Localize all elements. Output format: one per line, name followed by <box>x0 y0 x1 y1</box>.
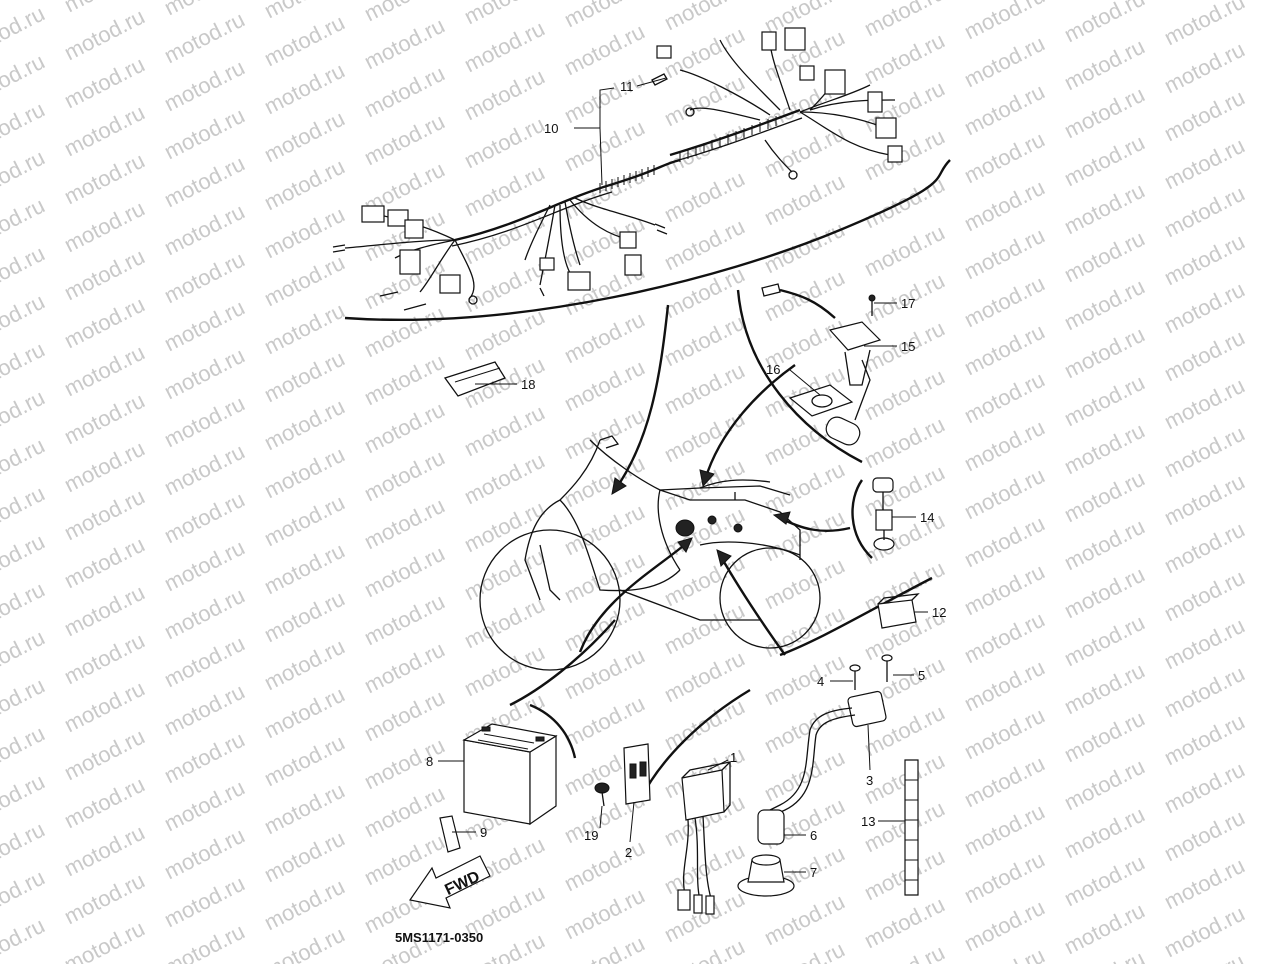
callout-4: 4 <box>817 674 824 689</box>
band-part-13[interactable] <box>904 759 919 896</box>
boot-part-7[interactable] <box>737 854 795 897</box>
callout-5: 5 <box>918 668 925 683</box>
diagram-code: 5MS1171-0350 <box>395 930 483 945</box>
forward-direction-arrow: FWD <box>408 855 491 909</box>
relay-part-12[interactable] <box>877 593 920 629</box>
callout-10: 10 <box>544 121 558 136</box>
callout-19: 19 <box>584 828 598 843</box>
plug-cap-part-6[interactable] <box>757 809 785 845</box>
leader-lines <box>438 77 928 873</box>
connector-block <box>361 205 385 223</box>
bolt-part-19[interactable] <box>594 782 610 807</box>
scooter-outline <box>479 435 821 671</box>
callout-14: 14 <box>920 510 934 525</box>
sensor-part-14[interactable] <box>872 477 895 551</box>
callout-3: 3 <box>866 773 873 788</box>
battery-part-8[interactable] <box>462 723 558 826</box>
fuel-sender-assembly[interactable] <box>761 283 882 448</box>
wire-harness[interactable] <box>332 27 903 311</box>
breather-pipe-part-9[interactable] <box>439 815 461 853</box>
screw-part-5[interactable] <box>881 654 893 682</box>
callout-9: 9 <box>480 825 487 840</box>
corrugated-tube <box>599 116 777 193</box>
callout-15: 15 <box>901 339 915 354</box>
connector-part-11[interactable] <box>651 73 668 86</box>
gasket-part-16 <box>788 384 854 417</box>
callout-2: 2 <box>625 845 632 860</box>
pointer-arrows <box>509 304 851 707</box>
insulation-sheet-part-18[interactable] <box>443 361 506 397</box>
callout-7: 7 <box>810 865 817 880</box>
callout-13: 13 <box>861 814 875 829</box>
callout-16: 16 <box>766 362 780 377</box>
diode-part-2[interactable] <box>623 743 651 805</box>
callout-1: 1 <box>730 750 737 765</box>
callout-8: 8 <box>426 754 433 769</box>
callout-17: 17 <box>901 296 915 311</box>
rectifier-part-1[interactable] <box>677 760 732 915</box>
callout-6: 6 <box>810 828 817 843</box>
ignition-coil-part-3[interactable] <box>769 690 887 816</box>
callout-11: 11 <box>620 79 634 94</box>
callout-12: 12 <box>932 605 946 620</box>
screw-part-4[interactable] <box>849 664 861 690</box>
callout-labels: 11 10 18 17 15 16 14 12 4 5 3 6 7 13 1 2… <box>426 79 946 880</box>
callout-18: 18 <box>521 377 535 392</box>
